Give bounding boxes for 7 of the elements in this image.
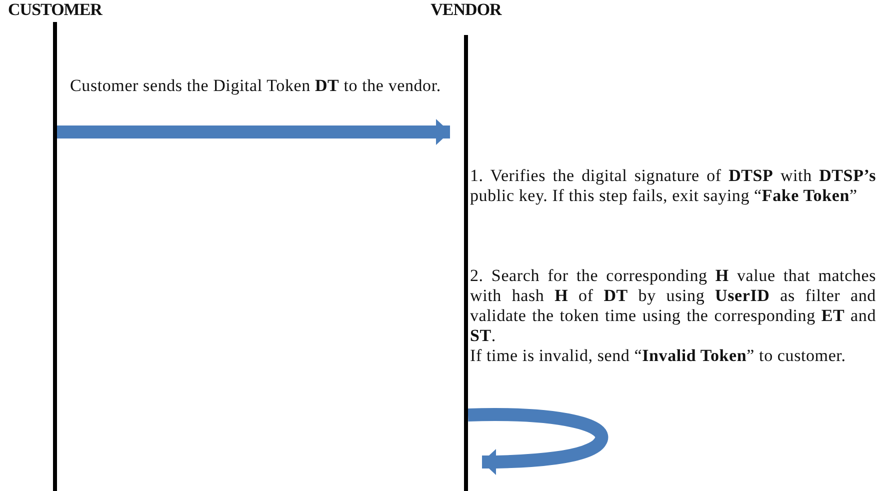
participant-label: VENDOR [430, 0, 503, 20]
participant-label: CUSTOMER [7, 0, 104, 20]
arrow [57, 119, 450, 145]
step-text: 2. Search for the corresponding H value that matches with hash H of DT by using UserID as filter and validate the token time using the corresponding ET and ST. [470, 266, 876, 346]
step-text: If time is invalid, send “Invalid Token” to customer. [470, 346, 847, 366]
step-text: 1. Verifies the digital signature of DTSP with DTSP’s public key. If this step fails, exit saying “Fake Token” [470, 166, 876, 206]
arrow [468, 408, 608, 475]
